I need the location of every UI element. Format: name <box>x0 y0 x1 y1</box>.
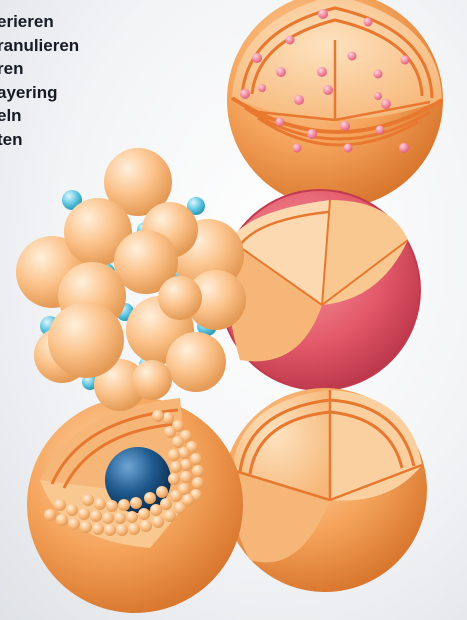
coated-sphere <box>220 190 420 390</box>
process-label-1: erieren <box>0 10 79 34</box>
primary-particles <box>16 148 246 411</box>
process-label-list: erieren ranulieren ren ayering eln ten <box>0 10 79 151</box>
matrix-sphere <box>227 0 443 208</box>
agglomerate-cluster <box>16 148 246 411</box>
process-label-5: eln <box>0 104 79 128</box>
process-label-4: ayering <box>0 81 79 105</box>
core-layered-sphere <box>27 397 243 613</box>
layered-sphere <box>223 388 427 592</box>
process-label-2: ranulieren <box>0 34 79 58</box>
process-label-6: ten <box>0 128 79 152</box>
process-label-3: ren <box>0 57 79 81</box>
